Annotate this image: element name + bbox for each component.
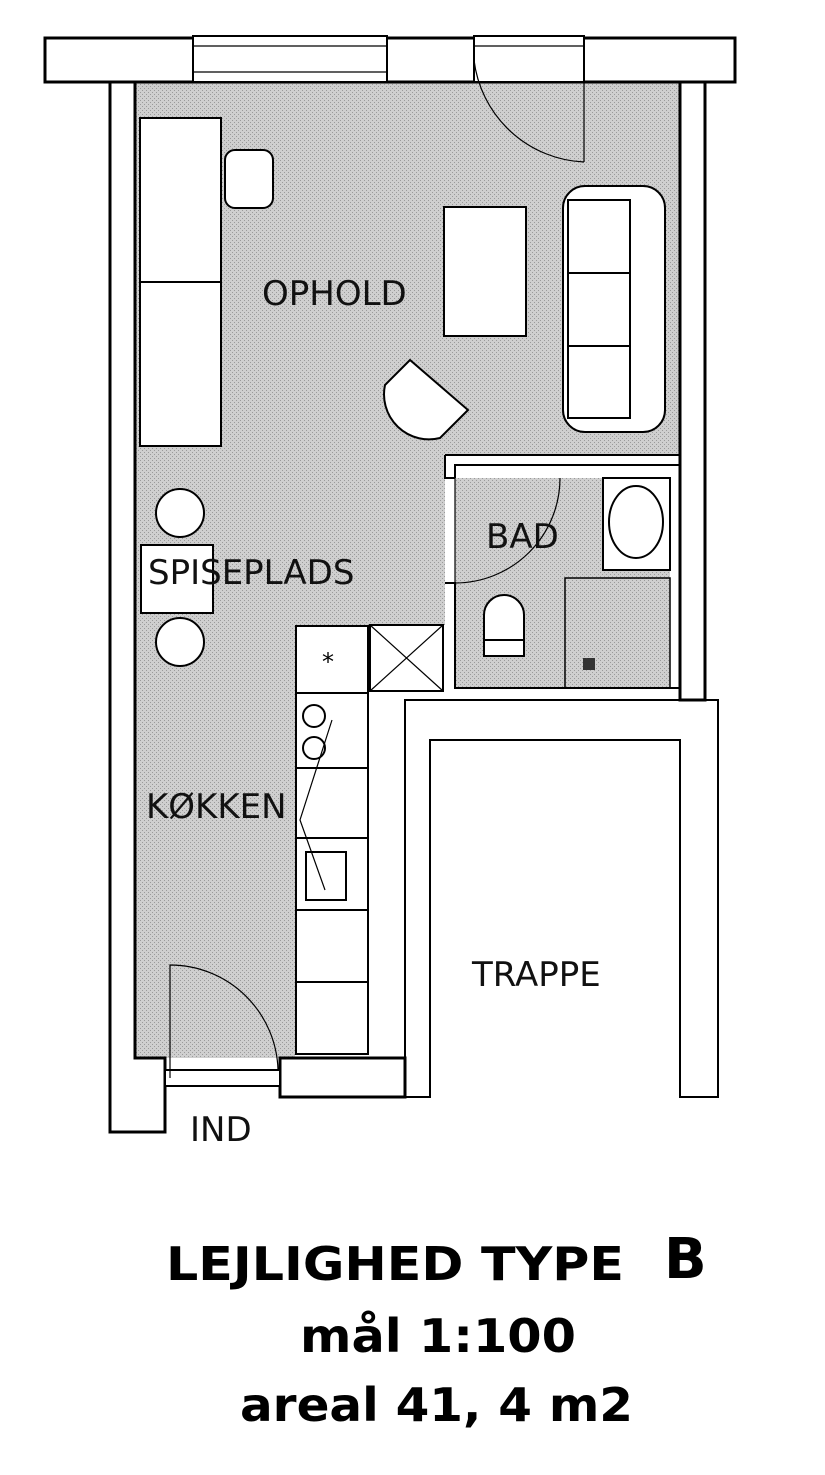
svg-text:*: * xyxy=(322,648,334,676)
room-label-entrance: IND xyxy=(190,1110,252,1150)
room-label-kitchen: KØKKEN xyxy=(146,787,287,827)
walls xyxy=(43,35,737,1134)
caption-area: areal 41, 4 m2 xyxy=(240,1378,633,1432)
caption-title: LEJLIGHED TYPE xyxy=(166,1237,624,1291)
room-label-bath: BAD xyxy=(486,517,559,557)
caption-type-letter: B xyxy=(664,1227,707,1292)
room-label-dining: SPISEPLADS xyxy=(148,553,354,593)
furniture: * xyxy=(139,117,666,1055)
window-top xyxy=(192,35,388,83)
room-label-stairs: TRAPPE xyxy=(471,955,601,995)
caption-scale: mål 1:100 xyxy=(300,1309,576,1363)
room-label-living: OPHOLD xyxy=(262,274,407,314)
